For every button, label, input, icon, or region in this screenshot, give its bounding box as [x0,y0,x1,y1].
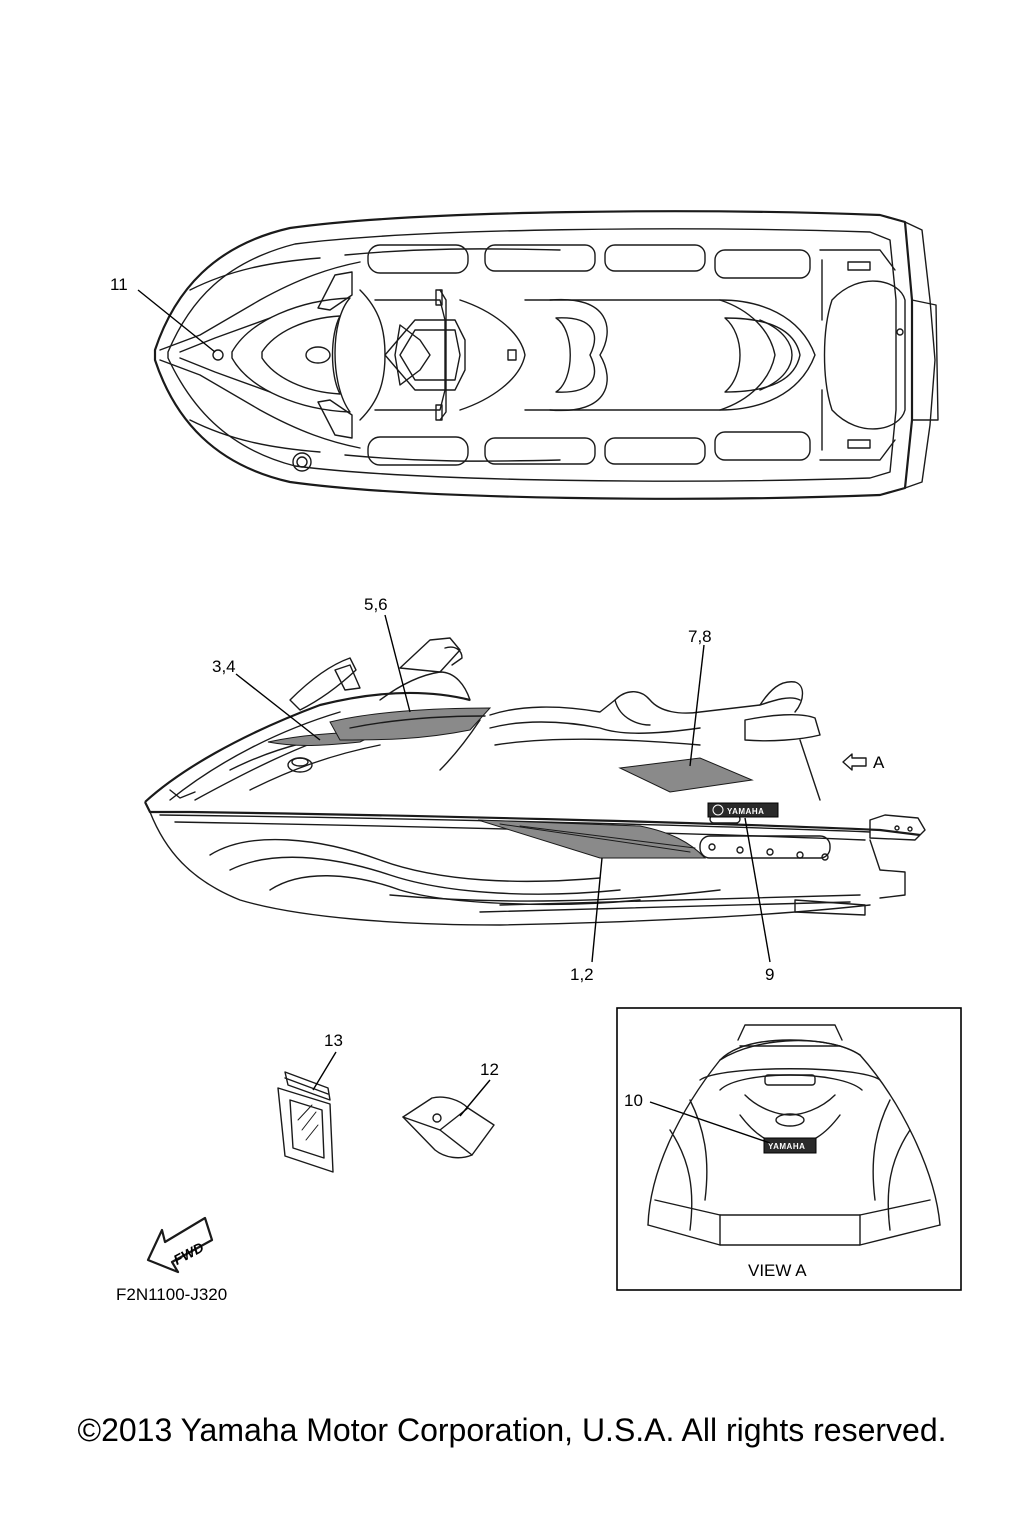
callout-13: 13 [324,1031,343,1050]
callout-1-2: 1,2 [570,965,594,984]
fwd-label: FWD [171,1239,207,1268]
fwd-arrow-icon: FWD [146,1216,214,1274]
view-a-arrow: A [842,753,885,772]
side-view-watercraft: YAMAHA [144,637,926,926]
callout-9: 9 [765,965,774,984]
callout-12: 12 [480,1060,499,1079]
callout-11: 11 [110,275,128,294]
top-view-watercraft [153,210,939,500]
reference-code: F2N1100-J320 [116,1285,227,1304]
part-12-case [402,1096,495,1159]
view-a-label: VIEW A [748,1261,807,1280]
part-13-manual-pouch [277,1071,334,1173]
view-arrow-label: A [873,753,885,772]
copyright-notice: ©2013 Yamaha Motor Corporation, U.S.A. A… [77,1412,947,1448]
yamaha-badge-rear: YAMAHA [768,1142,805,1151]
callout-7-8: 7,8 [688,627,712,646]
callout-3-4: 3,4 [212,657,236,676]
callout-5-6: 5,6 [364,595,388,614]
yamaha-badge-side: YAMAHA [727,807,764,816]
callout-10: 10 [624,1091,643,1110]
view-a-frame [616,1007,962,1291]
view-a-inset: YAMAHA VIEW A [616,1007,962,1291]
